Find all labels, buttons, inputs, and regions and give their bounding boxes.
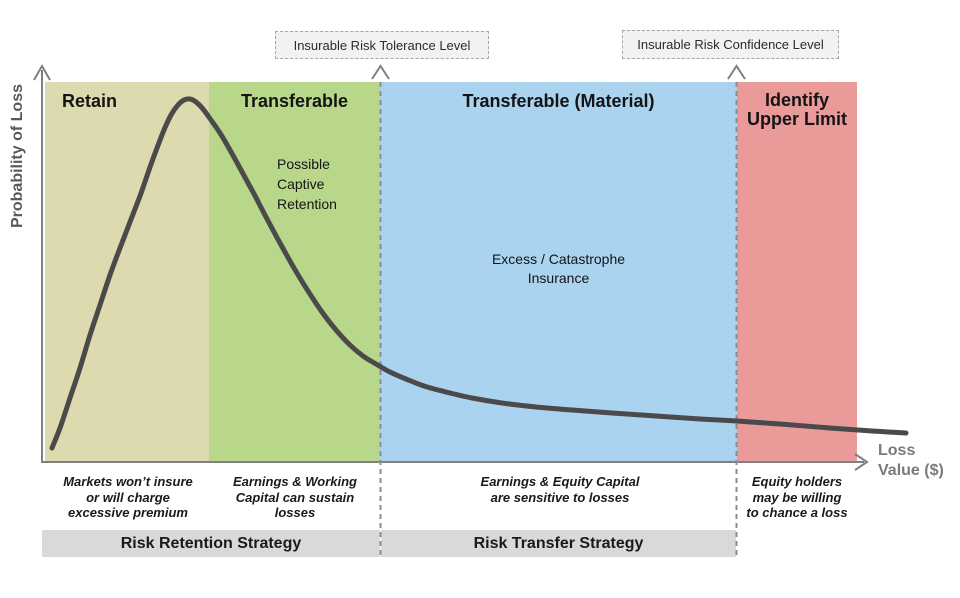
zone-transferable <box>209 82 380 462</box>
zone-title-identify-upper-limit: Identify Upper Limit <box>746 90 847 129</box>
note-possible-captive-retention: Possible Captive Retention <box>277 156 337 212</box>
annotation-transferable-material: Earnings & Equity Capital are sensitive … <box>480 474 640 505</box>
annotation-identify-upper-limit: Equity holders may be willing to chance … <box>746 474 848 520</box>
confidence-arrow-icon <box>727 64 746 80</box>
x-axis-label: Loss Value ($) <box>878 442 944 479</box>
zone-title-retain: Retain <box>62 91 118 111</box>
risk-transfer-strategy-label: Risk Transfer Strategy <box>473 534 644 552</box>
zone-title-transferable: Transferable <box>240 91 349 111</box>
annotation-transferable: Earnings & Working Capital can sustain l… <box>233 474 357 520</box>
zone-title-transferable-material: Transferable (Material) <box>462 91 655 111</box>
risk-transfer-strategy-bar: Risk Transfer Strategy <box>381 530 736 557</box>
annotation-retain: Markets won’t insure or will charge exce… <box>63 474 193 520</box>
risk-retention-strategy-bar: Risk Retention Strategy <box>42 530 380 557</box>
insurable-risk-confidence-label: Insurable Risk Confidence Level <box>637 37 824 52</box>
zone-retain <box>45 82 209 462</box>
insurable-risk-confidence-callout: Insurable Risk Confidence Level <box>622 30 839 59</box>
zone-identify-upper-limit <box>737 82 857 462</box>
note-excess-catastrophe-insurance: Excess / Catastrophe Insurance <box>491 251 626 286</box>
y-axis-arrow-icon <box>33 63 51 81</box>
insurable-risk-tolerance-label: Insurable Risk Tolerance Level <box>293 37 471 53</box>
insurable-risk-tolerance-callout: Insurable Risk Tolerance Level <box>275 31 489 59</box>
y-axis-label: Probability of Loss <box>9 84 26 229</box>
risk-retention-strategy-label: Risk Retention Strategy <box>120 534 302 552</box>
tolerance-arrow-icon <box>371 64 390 80</box>
